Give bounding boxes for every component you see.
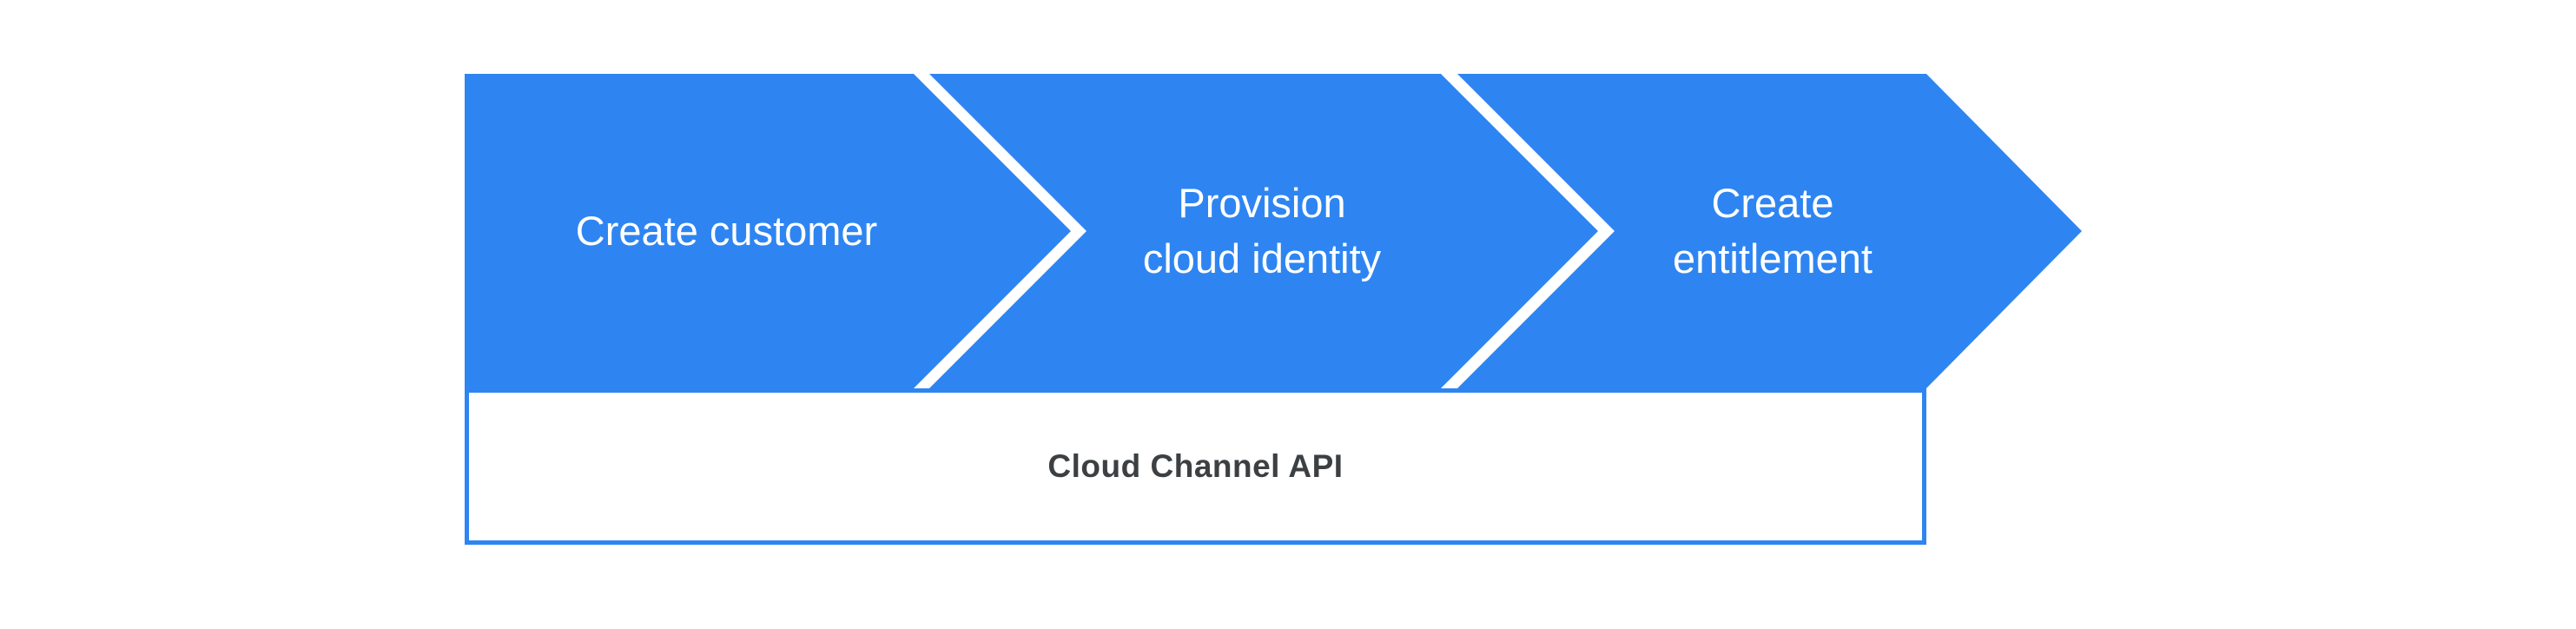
chevron-flow — [465, 74, 2082, 388]
cloud-channel-api-label: Cloud Channel API — [1047, 448, 1344, 484]
chevron-step-3-shape — [1457, 74, 2082, 388]
chevron-step-1-shape — [465, 74, 1071, 388]
cloud-channel-api-box: Cloud Channel API — [465, 388, 1926, 545]
chevron-step-2-shape — [929, 74, 1598, 388]
